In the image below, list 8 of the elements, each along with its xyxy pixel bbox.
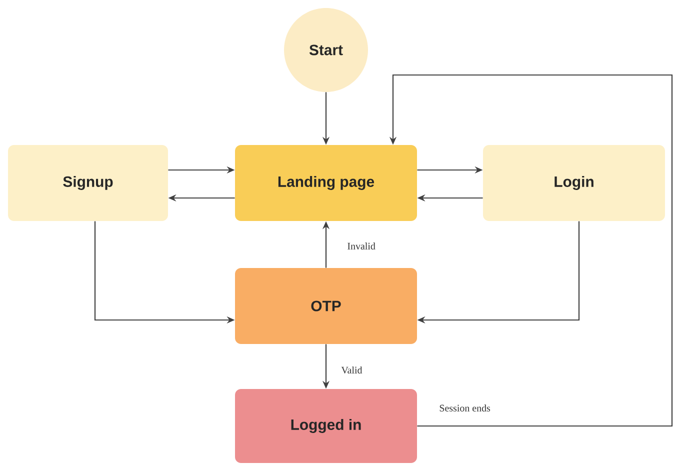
state-box: Landing page — [235, 145, 417, 221]
edge-label: Invalid — [346, 242, 376, 250]
state-box: Signup — [8, 145, 168, 221]
state-box: Login — [483, 145, 665, 221]
edge-label: Session ends — [438, 403, 492, 412]
state-box: OTP — [235, 268, 417, 344]
edge-label: Valid — [340, 365, 364, 375]
state-box: Logged in — [235, 389, 417, 463]
